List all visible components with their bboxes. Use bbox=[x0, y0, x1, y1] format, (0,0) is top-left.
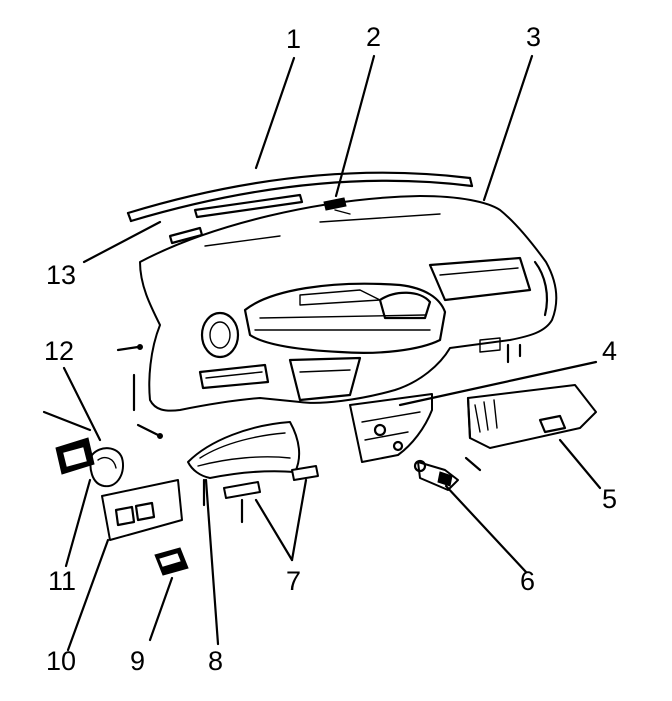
callout-9: 9 bbox=[130, 646, 146, 676]
part-2-sensor bbox=[323, 197, 351, 215]
part-5-glove-box bbox=[466, 384, 597, 449]
callout-5: 5 bbox=[602, 484, 618, 514]
callout-3: 3 bbox=[526, 22, 542, 52]
part-10-switch-bezel bbox=[101, 479, 183, 541]
callout-12: 12 bbox=[44, 336, 75, 366]
callout-8: 8 bbox=[208, 646, 224, 676]
part-1-defroster-strip bbox=[126, 171, 474, 223]
leader-lines bbox=[62, 54, 602, 652]
fasteners bbox=[42, 343, 522, 524]
part-12-switch-body bbox=[55, 437, 95, 475]
callout-1: 1 bbox=[286, 24, 302, 54]
part-9-switch bbox=[154, 547, 189, 576]
callout-10: 10 bbox=[46, 646, 77, 676]
part-8-cluster-bezel bbox=[187, 421, 301, 479]
callout-6: 6 bbox=[520, 566, 536, 596]
part-4-knee-bolster bbox=[349, 393, 433, 463]
part-7-clips bbox=[223, 465, 319, 499]
callout-2: 2 bbox=[366, 22, 382, 52]
callout-11: 11 bbox=[48, 566, 77, 596]
part-11-headlamp-switch bbox=[89, 447, 124, 488]
callout-4: 4 bbox=[602, 336, 618, 366]
part-6-lock-cylinder bbox=[413, 459, 459, 491]
callout-7: 7 bbox=[286, 566, 302, 596]
callout-13: 13 bbox=[46, 260, 77, 290]
part-3-instrument-panel bbox=[139, 193, 558, 412]
